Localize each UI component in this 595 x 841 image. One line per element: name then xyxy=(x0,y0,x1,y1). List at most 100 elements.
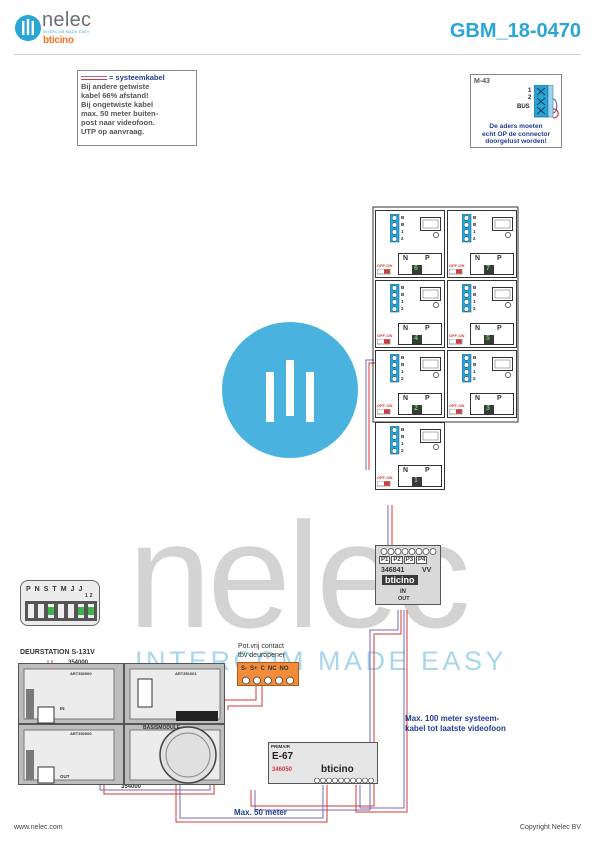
monitor-screen-icon xyxy=(420,357,441,378)
door-panel-bottom-code: 354000 xyxy=(121,784,142,790)
contact-terminals: S- S+ C NC NO xyxy=(241,666,289,672)
dip-label: N xyxy=(34,586,40,593)
bus-wire xyxy=(365,359,374,470)
header-divider xyxy=(14,54,581,55)
dip-sublabel: 1 xyxy=(85,593,88,599)
distributor-ports: P1 P2 P3 P4 xyxy=(379,556,428,564)
distributor-brand: bticino xyxy=(382,575,418,585)
np-box: N P 7 xyxy=(470,253,514,275)
max-100-label-1: Max. 100 meter systeem- xyxy=(405,714,500,723)
bus-wire xyxy=(175,760,328,823)
base-module-label: BASISMODULE xyxy=(143,725,180,731)
distributor-vv: VV xyxy=(422,567,432,574)
monitor-address-switch xyxy=(412,477,422,486)
bus-connector-icon xyxy=(462,284,472,313)
max-50-label: Max. 50 meter xyxy=(234,808,287,817)
np-box: N P 6 xyxy=(398,253,442,275)
terminal-label: 1 xyxy=(473,229,476,234)
monitor-terminal-labels: B B 1 2 xyxy=(401,214,404,242)
monitor-address: 7 xyxy=(486,265,490,272)
monitor-screen-icon xyxy=(492,357,513,378)
terminal-label: 1 xyxy=(473,369,476,374)
terminal-label: B xyxy=(473,292,477,297)
footer-website[interactable]: www.nelec.com xyxy=(14,824,63,831)
monitor-screen-icon xyxy=(420,429,441,450)
monitor-address: 5 xyxy=(486,335,490,342)
terminal-label: 2 xyxy=(401,236,404,241)
monitor-n-label: N xyxy=(403,395,409,402)
bus-connector-icon xyxy=(390,214,400,243)
monitor-address: 3 xyxy=(486,405,490,412)
monitor-address-switch xyxy=(412,265,422,274)
note-text: Bij andere getwiste kabel 66% afstand! B… xyxy=(81,82,193,136)
terminal-label: 1 xyxy=(401,229,404,234)
contact-terminal: S- xyxy=(241,666,247,672)
m43-warning-line: De aders moeten xyxy=(489,123,543,130)
power-supply-brand: bticino xyxy=(321,764,354,775)
contact-terminal: C xyxy=(260,666,265,672)
monitor-address-switch xyxy=(484,265,494,274)
m43-warning: De aders moeten echt OP de connector doo… xyxy=(471,123,561,146)
off-on-label: OFF-ON xyxy=(449,263,465,268)
terminal-label: B xyxy=(401,215,405,220)
brand-tagline: INTERCOM MADE EASY xyxy=(43,30,90,34)
bus-connector-icon xyxy=(390,426,400,455)
off-on-label: OFF-ON xyxy=(377,403,393,408)
monitor-n-label: N xyxy=(403,255,409,262)
dip-label: J xyxy=(78,586,83,593)
monitor-screen-icon xyxy=(492,287,513,308)
footer-copyright: Copyright Nelec BV xyxy=(519,824,581,831)
distributor-346841: P1 P2 P3 P4 346841 VV bticino IN OUT xyxy=(375,545,441,605)
monitor-n-label: N xyxy=(403,325,409,332)
note-legend-line: = systeemkabel xyxy=(81,73,193,82)
monitor-address-switch xyxy=(484,335,494,344)
bus-connector-icon xyxy=(390,284,400,313)
contact-relay: S- S+ C NC NO xyxy=(237,662,299,686)
m43-bus-label: BUS xyxy=(517,104,530,110)
terminal-label: B xyxy=(401,427,405,432)
monitor-unit: B B 1 2 OFF-ON N P 4 xyxy=(375,280,445,348)
monitor-address-switch xyxy=(412,335,422,344)
terminal-label: 2 xyxy=(473,306,476,311)
terminal-label: 2 xyxy=(401,306,404,311)
m43-pin-1: 1 xyxy=(528,88,532,94)
distributor-in: IN xyxy=(400,589,406,595)
contact-title-2: tbv deuropener xyxy=(238,652,286,659)
monitor-terminal-labels: B B 1 2 xyxy=(473,284,476,312)
dip-sublabel: 2 xyxy=(89,593,93,599)
terminal-label: 2 xyxy=(473,376,476,381)
m43-title: M-43 xyxy=(474,78,490,85)
off-on-switch-icon xyxy=(377,269,391,275)
module-code-3: ART351001 xyxy=(175,671,197,676)
dip-label: J xyxy=(70,586,75,593)
monitor-p-label: P xyxy=(497,325,502,332)
lock-wire xyxy=(227,680,263,710)
monitor-screen-icon xyxy=(420,287,441,308)
np-box: N P 1 xyxy=(398,465,442,487)
power-supply-e67: PRIMAIR E-67 346050 bticino xyxy=(268,742,378,784)
monitor-screen-icon xyxy=(420,217,441,238)
power-supply-label: PRIMAIR xyxy=(271,744,290,749)
dip-switch-icon xyxy=(25,601,97,621)
terminal-label: B xyxy=(401,285,405,290)
door-panel-out: OUT xyxy=(60,774,70,779)
note-line: post naar videofoon. xyxy=(81,118,155,127)
m43-connector-icon xyxy=(534,85,559,119)
terminal-label: B xyxy=(401,362,405,367)
note-line: kabel 66% afstand! xyxy=(81,91,149,100)
terminal-label: 1 xyxy=(473,299,476,304)
terminal-label: 1 xyxy=(401,441,404,446)
contact-terminal: NC xyxy=(267,666,277,672)
m43-warning-line: echt OP de connector xyxy=(481,130,551,138)
bus-wire xyxy=(368,362,376,470)
distributor-port: P2 xyxy=(391,556,403,564)
terminal-label: 2 xyxy=(473,236,476,241)
terminal-label: 2 xyxy=(401,448,404,453)
monitor-address-switch xyxy=(484,405,494,414)
off-on-switch-icon xyxy=(449,269,463,275)
contact-screws-icon xyxy=(242,676,294,685)
monitor-p-label: P xyxy=(425,395,430,402)
module-code-2: ART352000 xyxy=(70,731,92,736)
